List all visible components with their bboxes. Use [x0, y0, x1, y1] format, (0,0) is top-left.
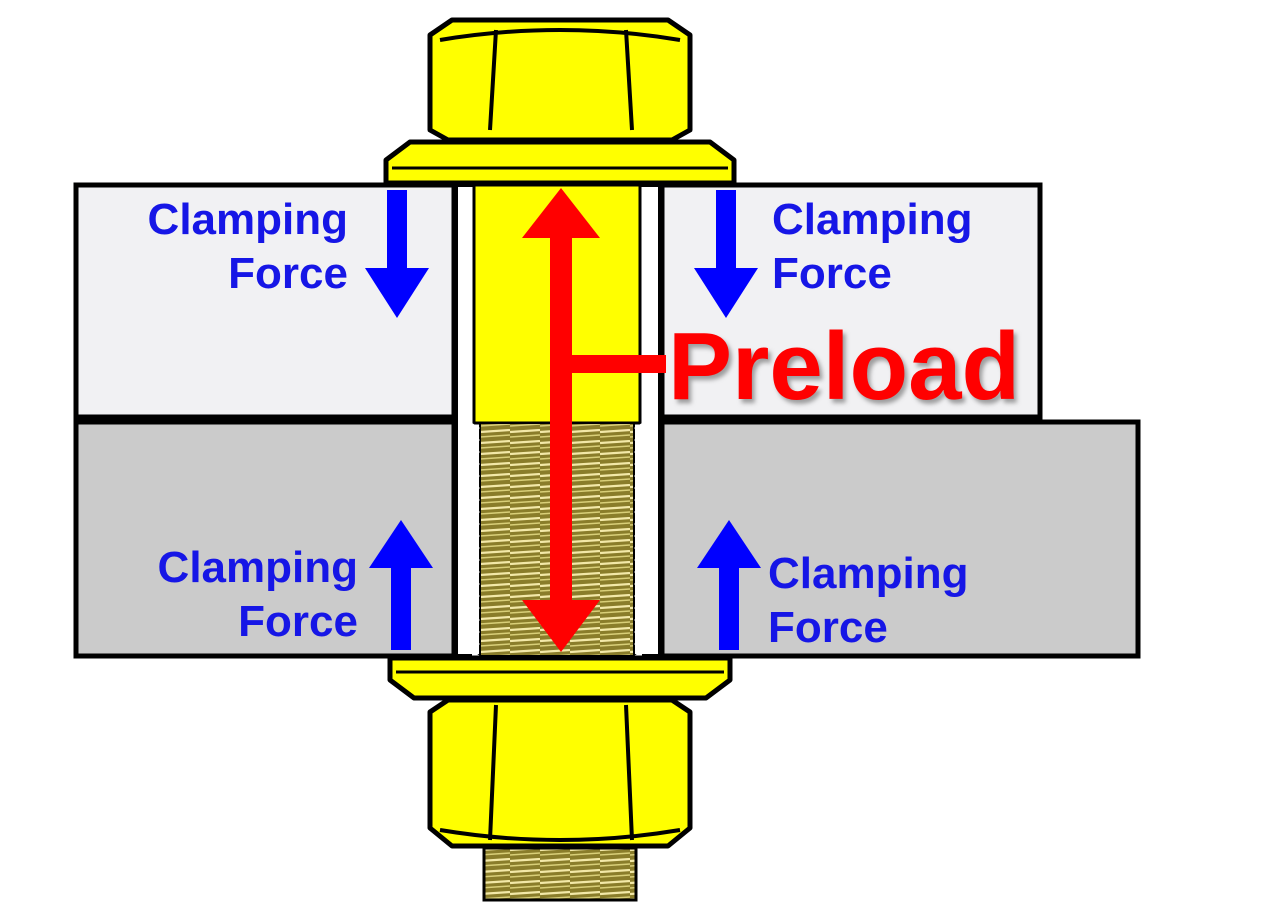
clamping-arrow-lower-right	[697, 520, 761, 650]
nut-flange	[387, 655, 733, 701]
clamping-arrow-upper-right	[694, 190, 758, 318]
clamping-label-line1: Clamping	[768, 549, 969, 598]
clamping-force-label-upper-right: Clamping Force	[772, 193, 1012, 301]
thread-teeth-right	[634, 423, 642, 656]
nut-facets	[439, 704, 681, 842]
bolt-tail-threads	[482, 846, 638, 902]
clamping-force-label-lower-right: Clamping Force	[768, 547, 1008, 655]
bolt-head-flange	[383, 139, 737, 186]
bolt-head-facets	[439, 28, 681, 131]
clamping-arrow-upper-left	[365, 190, 429, 318]
clamping-label-line1: Clamping	[157, 543, 358, 592]
clamping-force-label-upper-left: Clamping Force	[100, 193, 348, 301]
preload-arrow	[522, 188, 666, 652]
thread-teeth-left	[472, 423, 480, 656]
clamping-arrow-lower-left	[369, 520, 433, 650]
preload-label: Preload	[668, 313, 1021, 420]
clamping-label-line2: Force	[238, 597, 358, 646]
clamping-label-line2: Force	[772, 249, 892, 298]
clamping-label-line2: Force	[228, 249, 348, 298]
clamping-force-label-lower-left: Clamping Force	[110, 541, 358, 649]
bolt-head	[427, 17, 693, 143]
clamping-label-line1: Clamping	[147, 195, 348, 244]
clamping-label-line1: Clamping	[772, 195, 973, 244]
nut-body	[427, 697, 693, 849]
clamping-label-line2: Force	[768, 603, 888, 652]
